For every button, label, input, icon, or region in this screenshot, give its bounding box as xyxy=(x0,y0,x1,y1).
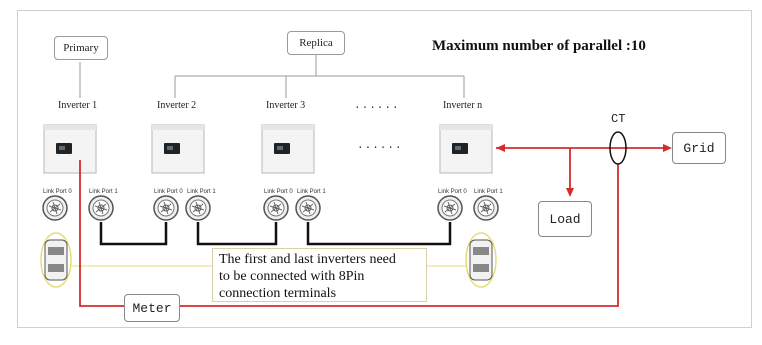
inverter-1 xyxy=(43,124,97,174)
port-inv2-0 xyxy=(153,195,179,221)
inverter-n-label: Inverter n xyxy=(443,100,483,111)
port-inv3-1 xyxy=(295,195,321,221)
link-cable-1-2 xyxy=(99,222,168,246)
note-line-3: connection terminals xyxy=(219,286,337,301)
link-ports xyxy=(42,195,499,221)
note-line-1: The first and last inverters need xyxy=(219,252,396,267)
invn-port0-label: Link Port 0 xyxy=(438,189,467,195)
link-cable-2-3 xyxy=(196,222,278,246)
link-cable-3-n xyxy=(306,222,452,246)
port-invn-1 xyxy=(473,195,499,221)
port-inv3-0 xyxy=(263,195,289,221)
hierarchy-lines xyxy=(79,54,465,98)
diagram-title: Maximum number of parallel :10 xyxy=(432,38,646,54)
inverter-3 xyxy=(261,124,315,174)
primary-box: Primary xyxy=(54,36,108,60)
inv2-port0-label: Link Port 0 xyxy=(154,189,183,195)
port-inv1-1 xyxy=(88,195,114,221)
replica-box: Replica xyxy=(287,31,345,55)
inv3-port0-label: Link Port 0 xyxy=(264,189,293,195)
inverter-2 xyxy=(151,124,205,174)
ac-bus-arrow-right xyxy=(663,144,672,152)
inverter-1-label: Inverter 1 xyxy=(58,100,98,111)
port-inv2-1 xyxy=(185,195,211,221)
port-inv1-0 xyxy=(42,195,68,221)
ct-sensor xyxy=(609,131,627,165)
grid-box: Grid xyxy=(672,132,726,164)
meter-line-right xyxy=(180,164,619,307)
inv1-port0-label: Link Port 0 xyxy=(43,189,72,195)
primary-label: Primary xyxy=(63,42,99,54)
load-box: Load xyxy=(538,201,592,237)
invn-port1-label: Link Port 1 xyxy=(474,189,503,195)
replica-label: Replica xyxy=(299,37,333,49)
note-line-2: to be connected with 8Pin xyxy=(219,269,365,284)
terminal-left xyxy=(40,232,72,288)
inverter-3-label: Inverter 3 xyxy=(266,100,306,111)
inv3-port1-label: Link Port 1 xyxy=(297,189,326,195)
ac-bus-arrow-left xyxy=(496,144,505,152)
meter-box: Meter xyxy=(124,294,180,322)
inverter-2-label: Inverter 2 xyxy=(157,100,197,111)
load-label: Load xyxy=(549,211,581,227)
red-wiring xyxy=(79,144,672,307)
link-cables xyxy=(99,222,452,246)
inverter-n xyxy=(439,124,493,174)
inv2-port1-label: Link Port 1 xyxy=(187,189,216,195)
meter-label: Meter xyxy=(132,300,172,316)
grid-label: Grid xyxy=(683,140,715,156)
inv1-port1-label: Link Port 1 xyxy=(89,189,118,195)
meter-line-left xyxy=(79,160,124,307)
diagram-frame xyxy=(17,10,752,328)
ellipsis-top: ...... xyxy=(354,100,400,112)
port-invn-0 xyxy=(437,195,463,221)
terminal-note: The first and last inverters need to be … xyxy=(212,248,427,302)
terminal-right xyxy=(465,232,497,288)
ellipsis-mid: ...... xyxy=(357,140,403,152)
ct-label: CT xyxy=(611,112,626,126)
load-arrow xyxy=(566,188,574,197)
